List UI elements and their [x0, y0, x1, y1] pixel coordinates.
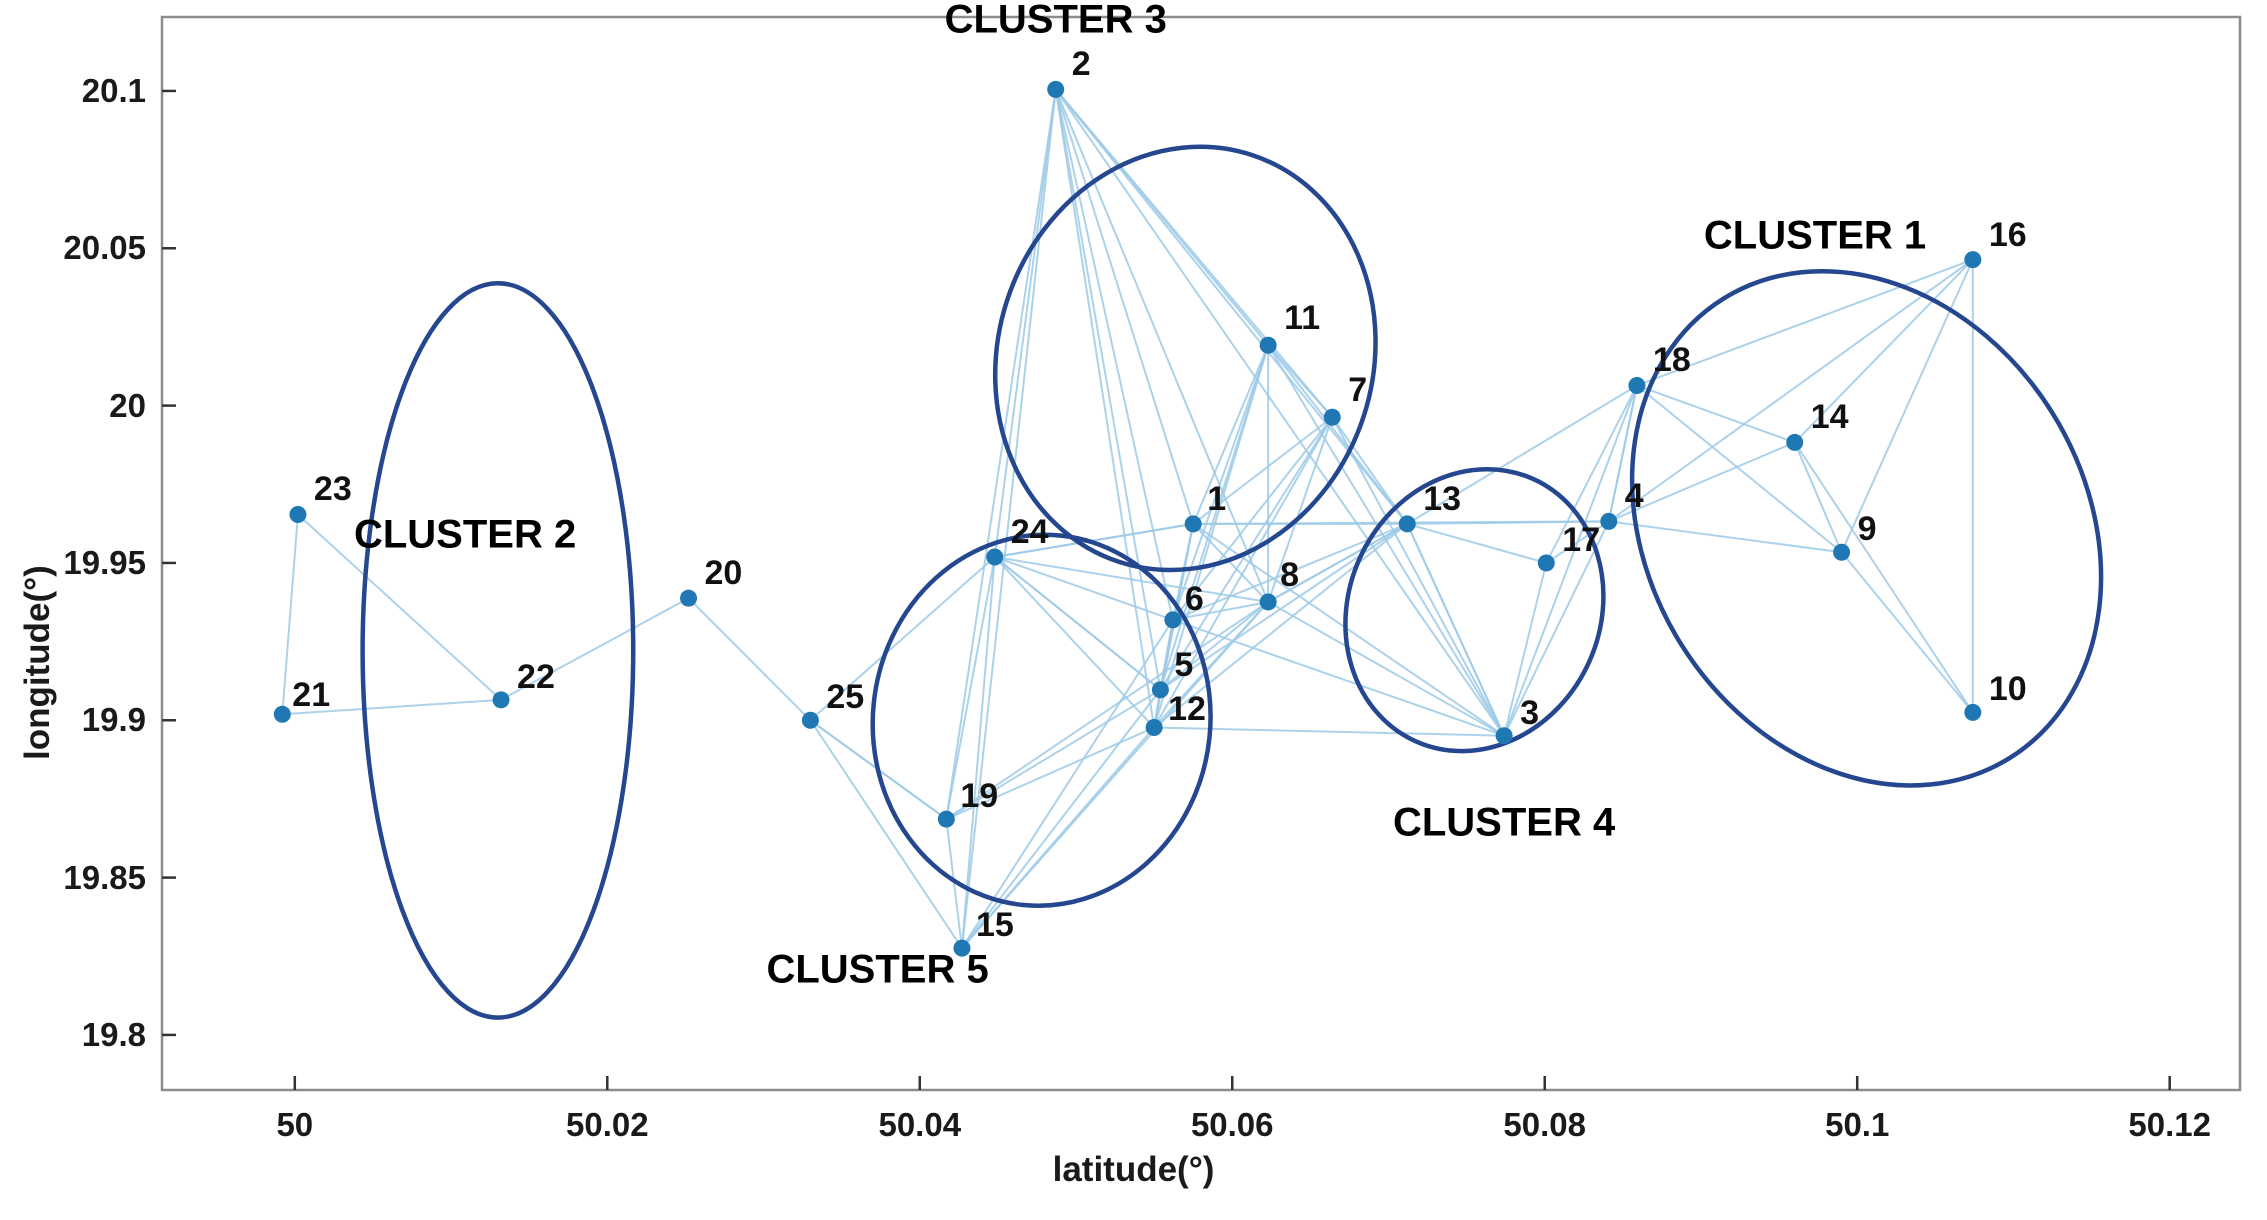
data-point-14	[1786, 433, 1804, 451]
x-tick-label: 50.02	[565, 1106, 649, 1143]
point-label-7: 7	[1348, 371, 1368, 410]
data-point-25	[801, 711, 819, 729]
data-point-22	[492, 691, 510, 709]
cluster-ellipse-5	[870, 532, 1213, 908]
x-tick-label: 50.04	[878, 1106, 962, 1143]
cluster-ellipse-1	[1629, 268, 2104, 788]
data-point-16	[1964, 251, 1982, 269]
point-label-24: 24	[1010, 512, 1049, 551]
point-label-10: 10	[1988, 670, 2027, 709]
data-point-15	[953, 939, 971, 957]
data-point-6	[1164, 611, 1182, 629]
point-label-8: 8	[1280, 555, 1300, 594]
data-points	[273, 80, 1982, 957]
data-point-12	[1145, 719, 1163, 737]
point-label-25: 25	[826, 678, 865, 717]
data-point-4	[1600, 512, 1618, 530]
point-label-12: 12	[1168, 689, 1206, 728]
point-label-1: 1	[1207, 479, 1227, 518]
cluster-ellipses	[360, 144, 2104, 1020]
point-label-16: 16	[1988, 215, 2027, 254]
y-tick-label: 20	[109, 386, 146, 424]
data-point-20	[680, 589, 698, 607]
point-label-4: 4	[1624, 477, 1644, 516]
point-label-9: 9	[1857, 510, 1877, 549]
data-point-23	[289, 505, 307, 523]
data-point-13	[1398, 515, 1416, 533]
point-label-3: 3	[1520, 693, 1540, 732]
data-point-17	[1537, 554, 1555, 572]
data-point-24	[986, 548, 1004, 566]
cluster-ellipse-4	[1343, 466, 1606, 754]
x-tick-label: 50.08	[1503, 1106, 1587, 1143]
point-label-19: 19	[960, 777, 999, 816]
point-label-17: 17	[1562, 520, 1601, 559]
cluster-label-4: CLUSTER 4	[1392, 800, 1616, 845]
point-label-15: 15	[975, 906, 1014, 945]
point-label-22: 22	[517, 657, 555, 696]
y-tick-label: 19.85	[63, 858, 146, 896]
y-tick-label: 20.1	[81, 71, 146, 109]
cluster-ellipse-2	[360, 281, 636, 1020]
data-point-8	[1259, 593, 1277, 611]
y-tick-label: 19.9	[81, 701, 146, 739]
data-point-5	[1151, 681, 1169, 699]
point-label-6: 6	[1184, 579, 1204, 618]
point-label-2: 2	[1071, 45, 1091, 84]
x-tick-label: 50.1	[1825, 1106, 1890, 1143]
data-point-9	[1833, 543, 1851, 561]
x-tick-label: 50.12	[2128, 1106, 2211, 1143]
data-point-1	[1184, 515, 1202, 533]
point-label-21: 21	[292, 676, 331, 715]
data-point-18	[1628, 376, 1646, 394]
data-point-3	[1495, 727, 1513, 745]
data-point-7	[1323, 408, 1341, 426]
axis-frame	[160, 15, 2242, 1092]
data-point-21	[273, 705, 291, 723]
y-tick-label: 20.05	[63, 229, 146, 267]
x-axis-title: latitude(°)	[1052, 1150, 1215, 1189]
data-point-19	[937, 810, 955, 828]
data-point-10	[1964, 703, 1982, 721]
cluster-ellipse-3	[992, 144, 1378, 573]
axis-ticks	[162, 89, 2171, 1090]
y-axis-title: longitude(°)	[18, 565, 57, 760]
cluster-label-2: CLUSTER 2	[353, 512, 577, 557]
point-label-14: 14	[1810, 398, 1849, 437]
point-label-23: 23	[313, 470, 352, 509]
y-tick-label: 19.95	[63, 543, 146, 581]
y-tick-label: 19.8	[81, 1015, 146, 1053]
point-label-20: 20	[704, 554, 743, 593]
cluster-label-3: CLUSTER 3	[944, 0, 1167, 42]
cluster-label-5: CLUSTER 5	[766, 947, 989, 992]
point-label-18: 18	[1652, 341, 1691, 380]
x-tick-label: 50	[276, 1106, 314, 1143]
point-label-5: 5	[1174, 645, 1194, 684]
cluster-label-1: CLUSTER 1	[1703, 213, 1927, 258]
point-label-13: 13	[1423, 479, 1462, 518]
data-point-2	[1047, 80, 1065, 98]
point-label-11: 11	[1284, 299, 1321, 338]
x-tick-label: 50.06	[1190, 1106, 1274, 1143]
data-point-11	[1259, 336, 1277, 354]
